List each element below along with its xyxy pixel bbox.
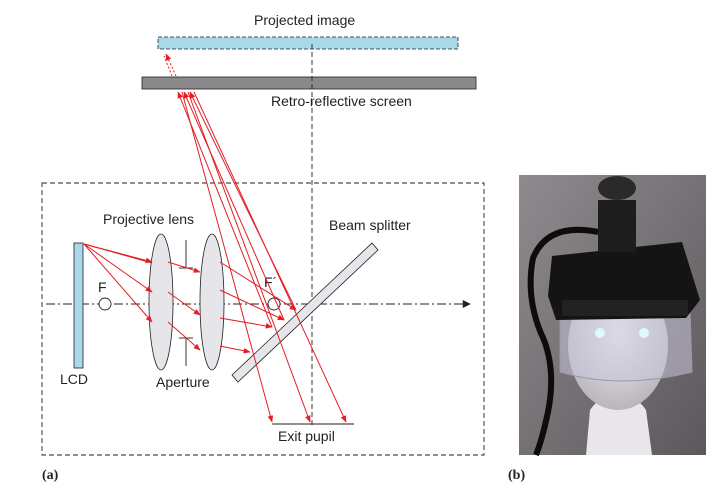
rays-to-projected-image — [163, 53, 177, 77]
rays-lens-to-splitter — [219, 261, 297, 354]
beam-splitter — [231, 242, 379, 383]
rays-splitter-to-screen — [177, 91, 297, 328]
focal-point-left — [98, 297, 112, 311]
beam-splitter-label: Beam splitter — [329, 217, 411, 233]
panel-a-label: (a) — [42, 468, 59, 483]
projected-image-label: Projected image — [254, 12, 355, 28]
rays-lcd-to-lens — [83, 243, 153, 323]
lcd-label: LCD — [60, 371, 88, 387]
screen-label: Retro-reflective screen — [271, 93, 412, 109]
lens-element-2 — [199, 233, 225, 371]
exit-pupil-label: Exit pupil — [278, 428, 335, 444]
display-enclosure — [41, 182, 485, 456]
projective-lens-label: Projective lens — [103, 211, 194, 227]
lcd-panel — [73, 242, 84, 369]
aperture-stop — [179, 240, 193, 366]
rays-screen-to-exit-pupil — [181, 91, 347, 423]
head-mounted-display-photo — [519, 175, 706, 457]
focal-point-right — [267, 297, 281, 311]
focal-right-label: F´ — [264, 274, 277, 290]
retro-reflective-screen — [141, 76, 477, 90]
aperture-label: Aperture — [156, 374, 210, 390]
panel-b-label: (b) — [508, 468, 525, 483]
lens-element-1 — [148, 233, 174, 371]
projected-image-bar — [157, 36, 459, 50]
rays-between-lenses — [167, 261, 201, 351]
focal-left-label: F — [98, 279, 107, 295]
